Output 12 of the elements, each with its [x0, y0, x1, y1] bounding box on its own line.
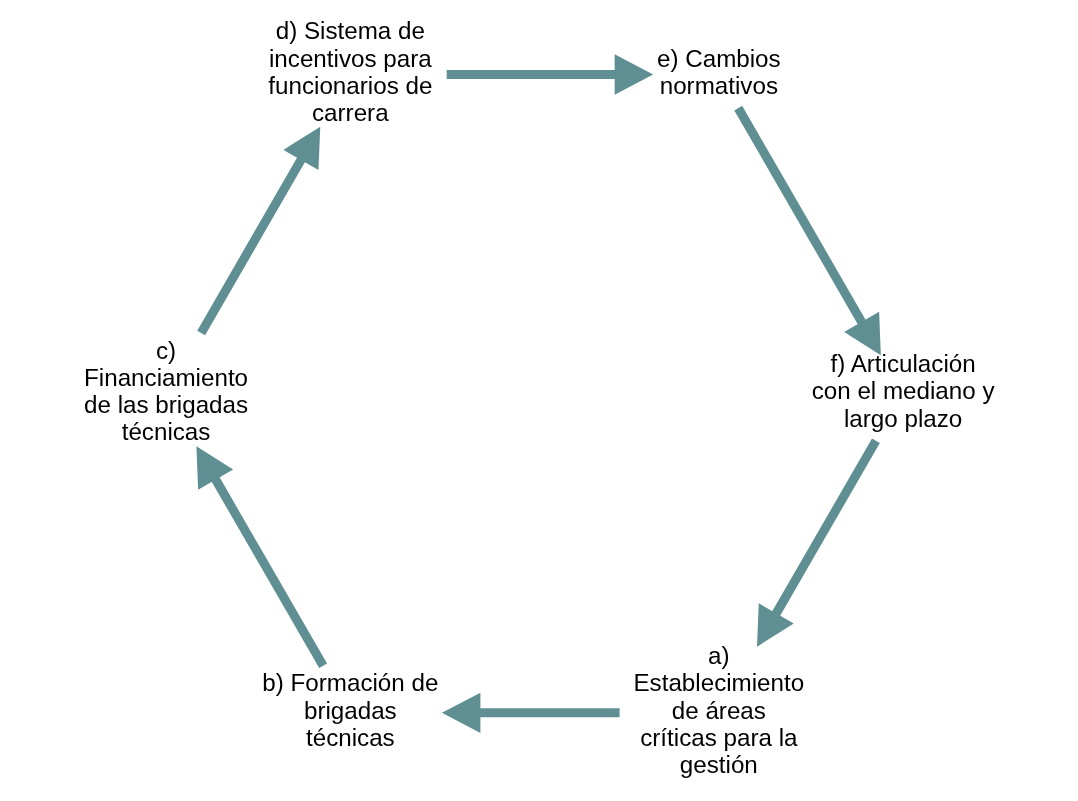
node-text: b) Formación de brigadas técnicas [261, 669, 438, 751]
arrow [756, 438, 880, 647]
node-text: e) Cambios normativos [656, 44, 781, 99]
arrow [733, 105, 881, 356]
node-text: f) Articulación con el mediano y largo plazo [811, 350, 995, 432]
arrow [196, 126, 320, 336]
arrow [195, 446, 327, 668]
arrow [441, 692, 620, 734]
node-text: a) Establecimiento de áreas críticas para la gestión [632, 642, 804, 779]
node-text: d) Sistema de incentivos para funcionarios de carrera [267, 17, 432, 127]
arrow [446, 54, 653, 95]
node-text: c) Financiamiento de las brigadas técnicas [83, 336, 248, 446]
